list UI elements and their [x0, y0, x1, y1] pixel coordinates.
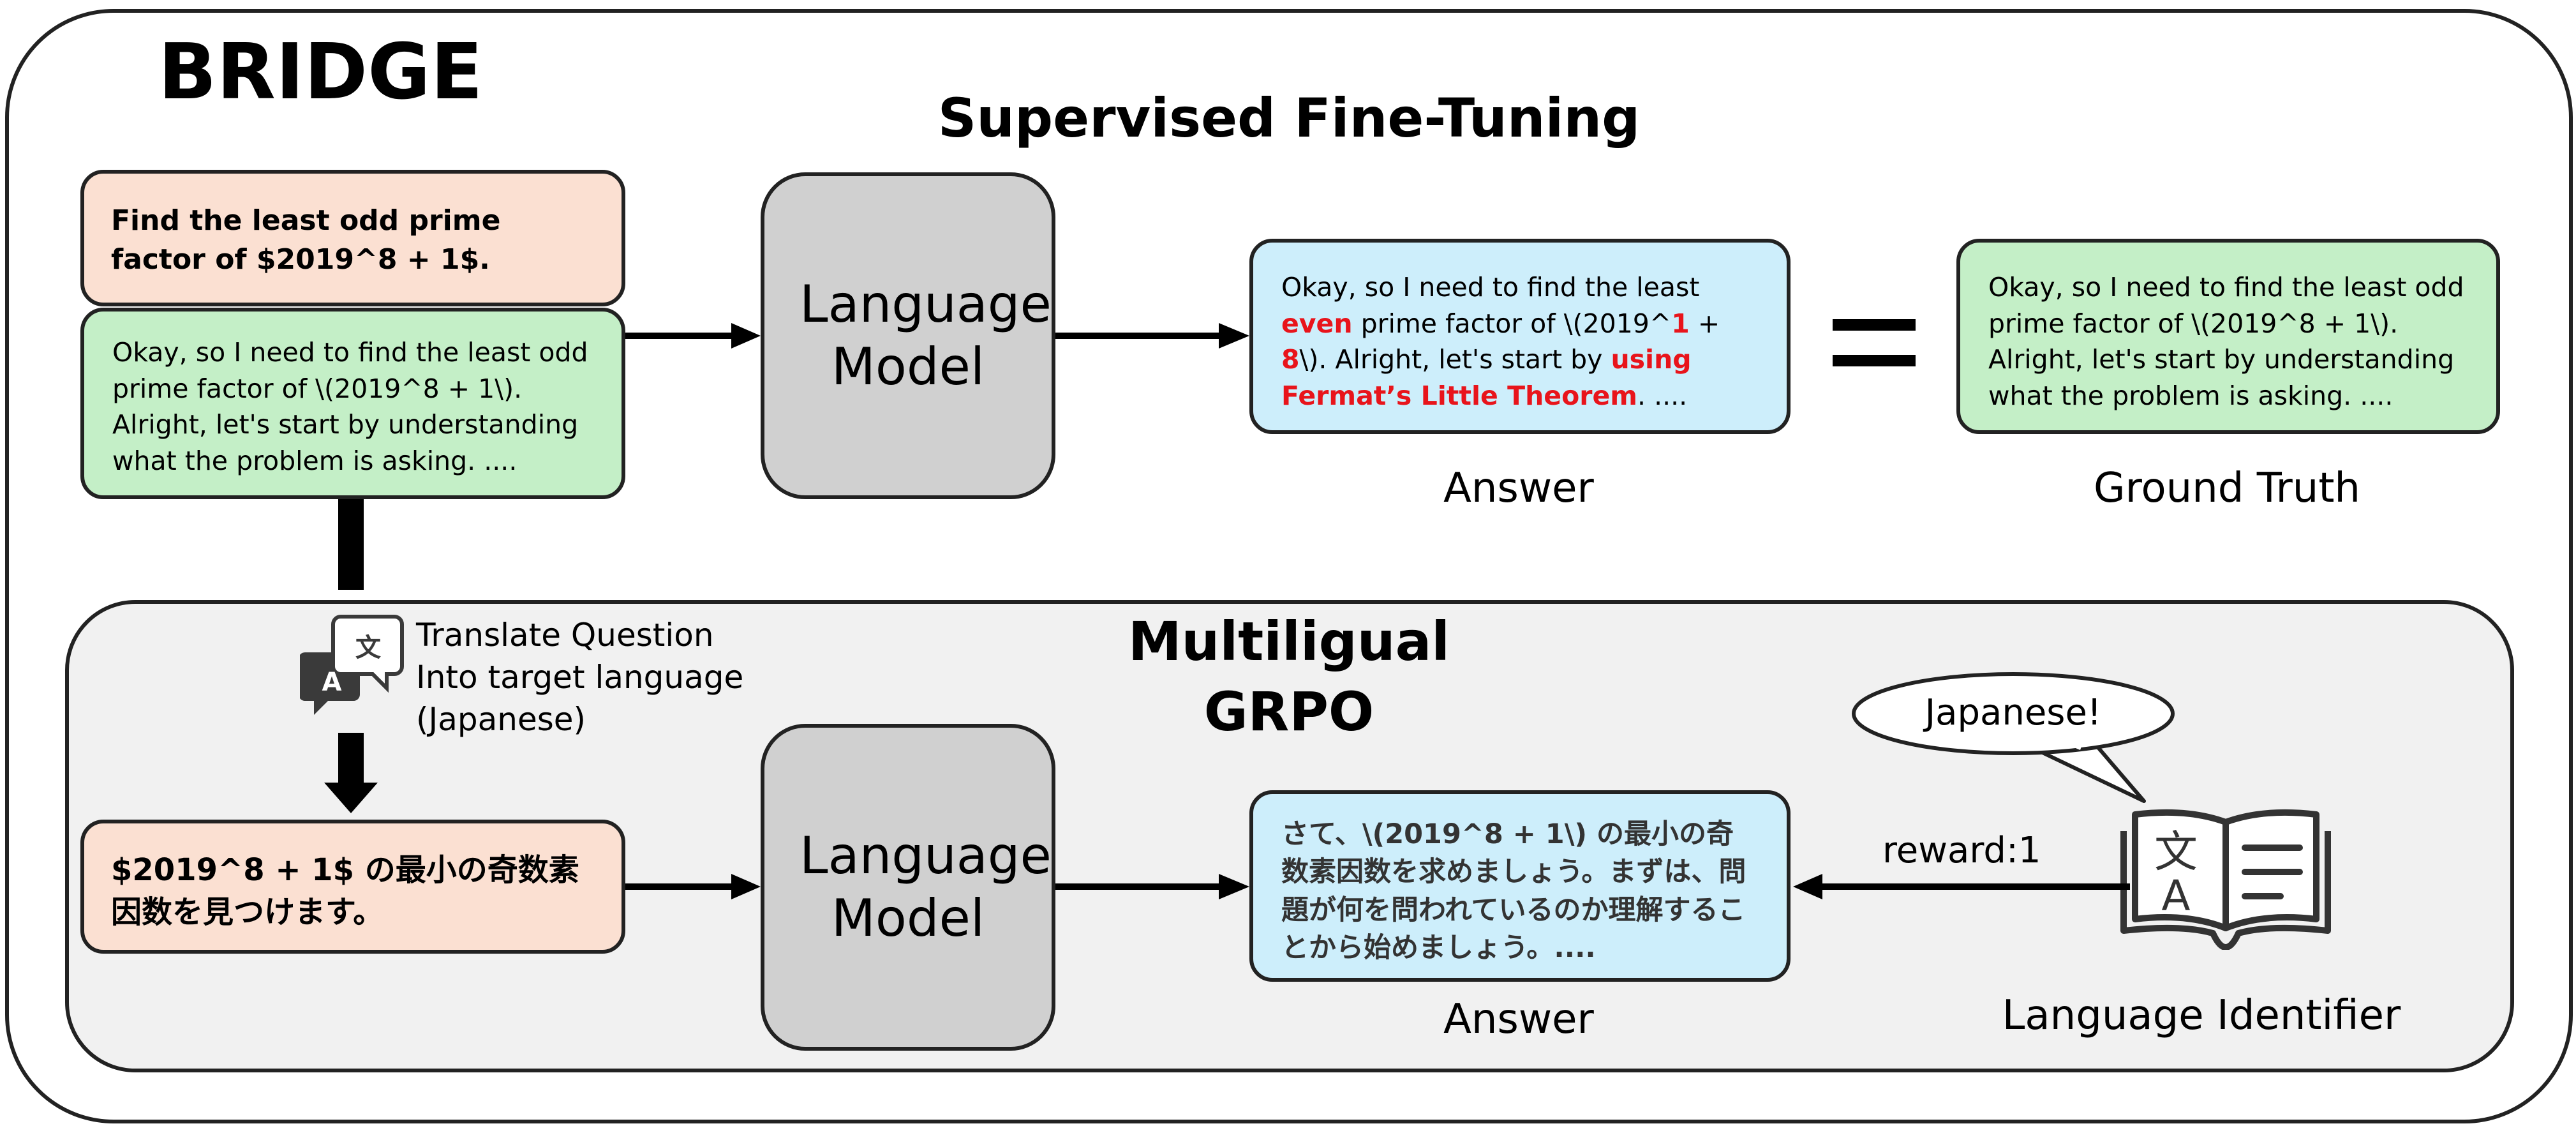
- reward-label: reward:1: [1882, 830, 2041, 871]
- grpo-language-model: Language Model: [761, 724, 1055, 1051]
- answer-error-8: 8: [1281, 344, 1300, 375]
- translate-icon: A 文: [299, 613, 408, 734]
- translate-line-1: Translate Question: [416, 617, 714, 654]
- grpo-heading-line1: Multiligual: [1128, 610, 1450, 673]
- sft-question-box: Find the least odd prime factor of $2019…: [80, 170, 625, 306]
- sft-reasoning-box: Okay, so I need to find the least odd pr…: [80, 308, 625, 499]
- arrow-sft-input-shaft: [625, 333, 734, 339]
- arrow-grpo-output-head: [1219, 874, 1249, 899]
- speech-bubble: [1844, 670, 2176, 811]
- page-title: BRIDGE: [158, 28, 483, 117]
- equals-sign-bottom: [1833, 355, 1916, 366]
- identifier-icon-glyph-a: 文: [2154, 827, 2198, 878]
- translate-icon-b: 文: [355, 633, 381, 663]
- answer-error-1: 1: [1671, 308, 1690, 339]
- translate-icon-a: A: [322, 668, 342, 697]
- answer-error-even: even: [1281, 308, 1353, 339]
- speech-bubble-text: Japanese!: [1925, 692, 2102, 733]
- translate-line-2: Into target language: [416, 659, 744, 696]
- translate-line-3: (Japanese): [416, 701, 586, 738]
- arrow-grpo-output-shaft: [1055, 883, 1221, 890]
- arrow-translate-head: [324, 783, 378, 813]
- sft-language-model-label: Language Model: [800, 274, 1052, 396]
- answer-text-1: Okay, so I need to find the least: [1281, 272, 1700, 303]
- sft-answer-label: Answer: [1443, 465, 1594, 512]
- arrow-reward-shaft: [1820, 883, 2130, 890]
- grpo-answer-label: Answer: [1443, 996, 1594, 1043]
- translate-caption: Translate Question Into target language …: [416, 614, 773, 740]
- arrow-translate-shaft: [338, 733, 364, 788]
- arrow-grpo-input-shaft: [625, 883, 734, 890]
- grpo-heading-line2: GRPO: [1203, 680, 1374, 743]
- answer-text-3: +: [1689, 308, 1720, 339]
- identifier-icon-glyph-b: A: [2161, 871, 2190, 920]
- answer-text-4: \). Alright, let's start by: [1299, 344, 1611, 375]
- ground-truth-box: Okay, so I need to find the least odd pr…: [1956, 239, 2500, 434]
- answer-text-2: prime factor of \(2019^: [1352, 308, 1672, 339]
- language-identifier-book-icon: 文 A: [2117, 803, 2334, 950]
- arrow-reward-head: [1793, 874, 1822, 899]
- sft-answer-box: Okay, so I need to find the least even p…: [1249, 239, 1791, 434]
- jp-answer-box: さて、\(2019^8 + 1\) の最小の奇数素因数を求めましょう。まずは、問…: [1249, 790, 1791, 982]
- arrow-sft-output-shaft: [1055, 333, 1221, 339]
- arrow-sft-input-head: [731, 323, 761, 349]
- vertical-connector-bar: [338, 499, 364, 590]
- arrow-sft-output-head: [1219, 323, 1249, 349]
- equals-sign-top: [1833, 319, 1916, 331]
- language-identifier-label: Language Identifier: [2002, 992, 2401, 1039]
- grpo-language-model-label: Language Model: [800, 826, 1052, 948]
- answer-error-fermat: using Fermat’s Little Theorem: [1281, 344, 1692, 411]
- sft-heading: Supervised Fine-Tuning: [937, 87, 1641, 149]
- grpo-heading: Multiligual GRPO: [1085, 606, 1493, 747]
- ground-truth-label: Ground Truth: [2094, 465, 2360, 512]
- jp-question-box: $2019^8 + 1$ の最小の奇数素因数を見つけます。: [80, 820, 625, 954]
- answer-text-5: . ....: [1637, 380, 1688, 411]
- arrow-grpo-input-head: [731, 874, 761, 899]
- sft-language-model: Language Model: [761, 172, 1055, 499]
